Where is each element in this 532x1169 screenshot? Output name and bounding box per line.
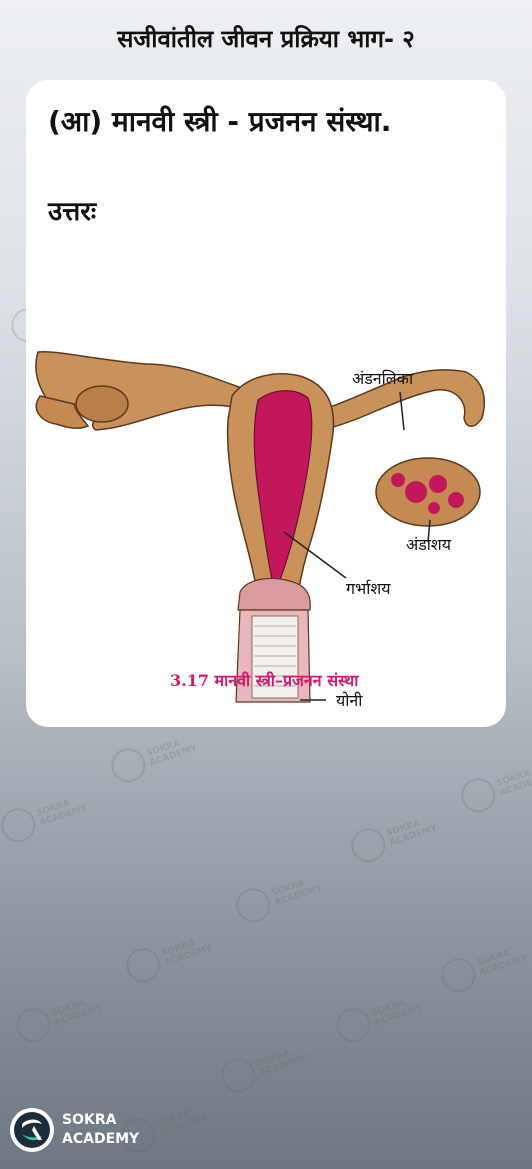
pointer-fallopian-tube	[399, 391, 405, 431]
brand-logo-block: SOKRA ACADEMY	[8, 1106, 139, 1154]
page-title: सजीवांतील जीवन प्रक्रिया भाग- २	[117, 25, 415, 53]
question-title: (आ) मानवी स्त्री - प्रजनन संस्था.	[48, 105, 392, 138]
answer-label: उत्तरः	[48, 197, 97, 227]
caption-layer: 3.17 मानवी स्त्री–प्रजनन संस्था	[170, 671, 359, 690]
label-ovary: अंडाशय	[406, 535, 452, 554]
ovarian-follicle	[391, 473, 405, 487]
ovarian-follicle	[448, 492, 464, 508]
ovarian-follicle	[428, 502, 440, 514]
label-fallopian-tube: अंडनलिका	[352, 369, 414, 388]
ovarian-follicle	[429, 475, 447, 493]
right-ovary	[375, 457, 481, 527]
ovarian-follicle	[405, 481, 427, 503]
vaginal-rugae	[254, 625, 296, 687]
cervix	[237, 577, 311, 611]
content-card: (आ) मानवी स्त्री - प्रजनन संस्था. उत्तरः	[26, 80, 506, 727]
pointer-ovary	[427, 519, 431, 543]
figure-caption: 3.17 मानवी स्त्री–प्रजनन संस्था	[170, 671, 359, 690]
sokra-logo-icon	[10, 1108, 54, 1152]
left-fimbriae	[35, 395, 90, 429]
brand-name-line2: ACADEMY	[62, 1131, 140, 1147]
uterine-cavity	[253, 390, 313, 581]
left-ovary	[75, 385, 129, 423]
vagina-canal	[251, 615, 299, 699]
brand-name-line1: SOKRA	[62, 1112, 117, 1128]
label-vagina: योनी	[336, 691, 363, 710]
pointer-uterus	[283, 531, 347, 579]
female-reproductive-system-diagram: अंडनलिका अंडाशय गर्भाशय योनी 3.17 मानवी …	[35, 350, 486, 710]
label-uterus: गर्भाशय	[346, 579, 391, 598]
